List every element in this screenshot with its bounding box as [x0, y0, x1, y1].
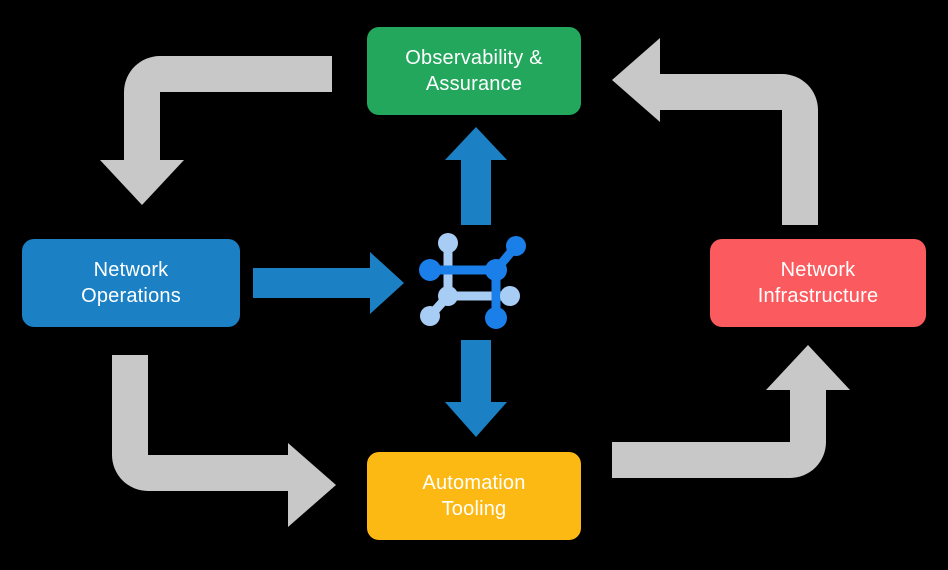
topology-light-nodes: [420, 233, 520, 326]
network-topology-icon: [418, 218, 536, 336]
node-infrastructure-label: Network Infrastructure: [757, 259, 879, 307]
node-automation-label: Automation Tooling: [422, 472, 526, 520]
flow-arrow-center-to-automation: [445, 340, 507, 437]
flow-arrow-center-to-observability: [445, 127, 507, 225]
topology-dark-nodes: [419, 236, 526, 329]
network-topology-icon-svg: [419, 233, 526, 329]
node-network-infrastructure[interactable]: Network Infrastructure: [710, 239, 926, 327]
node-observability-and-assurance[interactable]: Observability & Assurance: [367, 27, 581, 115]
cycle-arrow-operations-to-automation: [112, 355, 336, 527]
cycle-arrow-automation-to-infrastructure: [612, 345, 850, 478]
node-operations-label: Network Operations: [81, 259, 181, 307]
cycle-arrow-infrastructure-to-observability: [612, 38, 818, 225]
cycle-arrow-observability-to-operations: [100, 56, 332, 205]
flow-arrow-operations-to-center: [253, 252, 404, 314]
node-network-operations[interactable]: Network Operations: [22, 239, 240, 327]
node-automation-tooling[interactable]: Automation Tooling: [367, 452, 581, 540]
node-observability-label: Observability & Assurance: [405, 47, 543, 95]
